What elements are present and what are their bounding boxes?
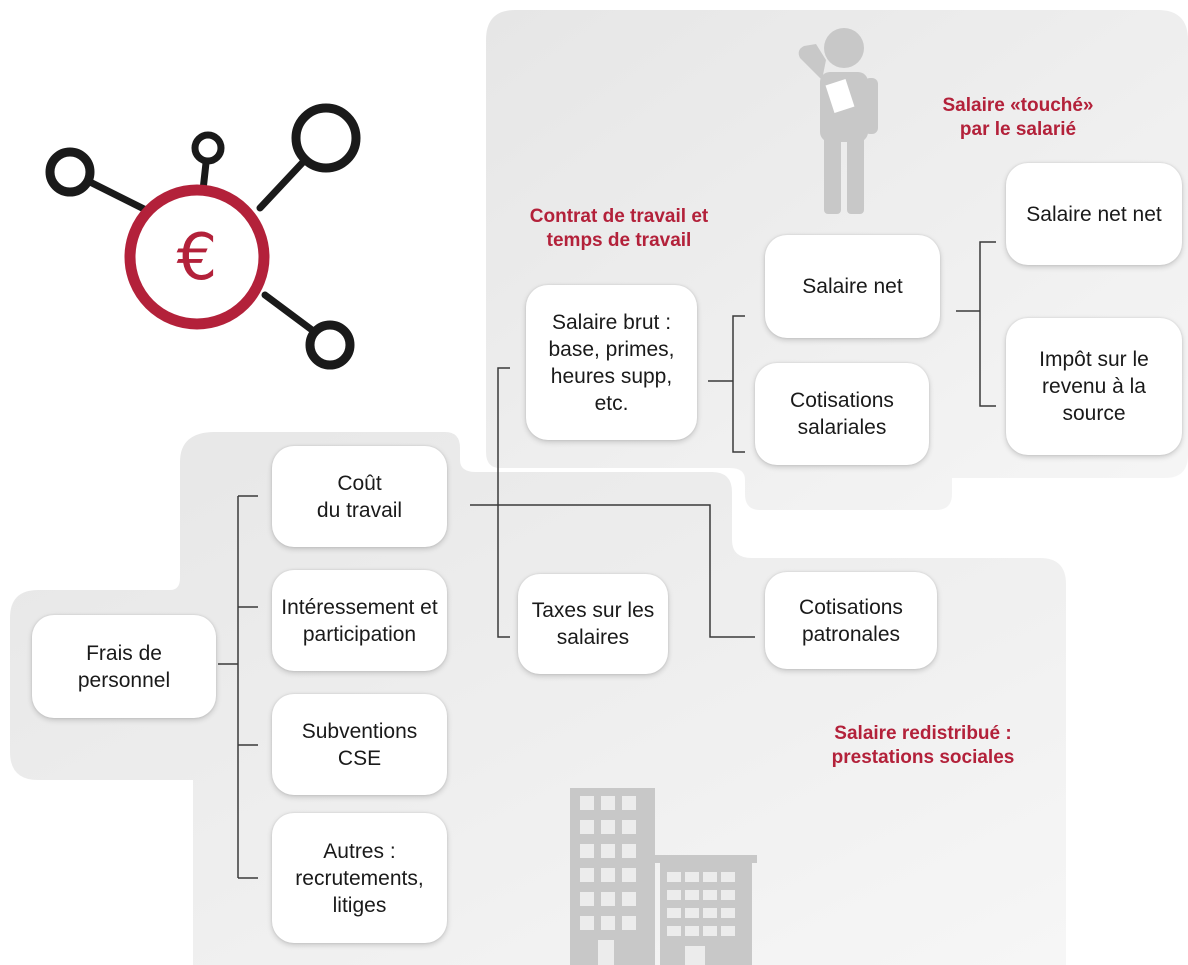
node-label: Salaire net xyxy=(802,275,903,298)
node-label: Salaire brut : base, primes, heures supp… xyxy=(548,310,675,415)
node-label: Autres : recrutements, litiges xyxy=(295,839,424,917)
node-autres: Autres : recrutements, litiges xyxy=(272,813,447,943)
label-salaire-redistribue: Salaire redistribué : prestations social… xyxy=(831,723,1015,768)
node-cotisations-patronales: Cotisations patronales xyxy=(765,572,937,669)
node-taxes-sur-salaires: Taxes sur les salaires xyxy=(518,574,668,674)
label-salaire-touche: Salaire «touché» par le salarié xyxy=(942,95,1094,140)
node-impot-source: Impôt sur le revenu à la source xyxy=(1006,318,1182,455)
node-label: Subventions CSE xyxy=(301,719,418,770)
label-contrat: Contrat de travail et temps de travail xyxy=(529,206,709,251)
euro-symbol: € xyxy=(176,220,218,295)
person-thinking-icon xyxy=(798,28,878,214)
node-label: Cotisations salariales xyxy=(790,389,894,439)
node-subventions-cse: Subventions CSE xyxy=(272,694,447,795)
node-frais-de-personnel: Frais de personnel xyxy=(32,615,216,718)
node-label: Coût du travail xyxy=(316,471,403,522)
connector-lines xyxy=(218,241,996,879)
node-interessement: Intéressement et participation xyxy=(272,570,447,671)
node-label: Cotisations patronales xyxy=(799,595,903,646)
node-salaire-brut: Salaire brut : base, primes, heures supp… xyxy=(526,285,697,440)
node-salaire-net-net: Salaire net net xyxy=(1006,163,1182,265)
node-label: Intéressement et participation xyxy=(281,595,438,646)
euro-network-icon xyxy=(45,103,361,370)
buildings-icon xyxy=(570,788,757,965)
node-cout-du-travail: Coût du travail xyxy=(272,446,447,547)
node-label: Taxes sur les salaires xyxy=(531,599,655,649)
node-label: Impôt sur le revenu à la source xyxy=(1039,348,1149,425)
node-label: Frais de personnel xyxy=(77,641,171,692)
node-cotisations-salariales: Cotisations salariales xyxy=(755,363,929,465)
node-label: Salaire net net xyxy=(1026,202,1162,226)
node-salaire-net: Salaire net xyxy=(765,235,940,338)
